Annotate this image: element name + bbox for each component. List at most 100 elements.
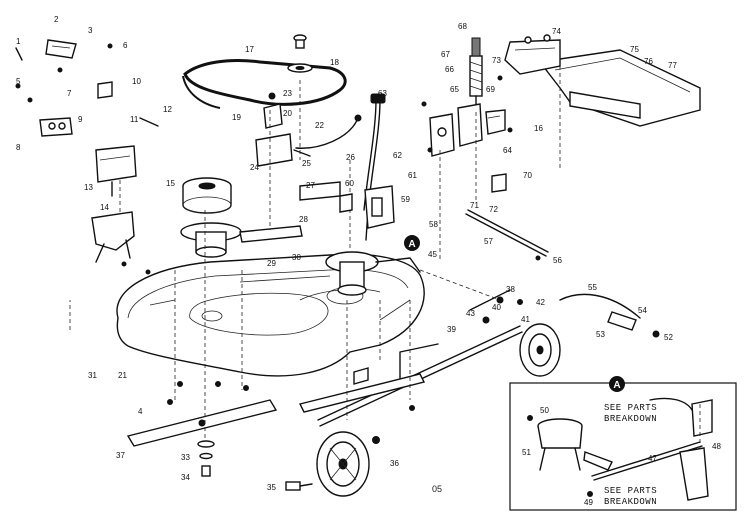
front-wheel-right	[519, 323, 561, 377]
deck-hanger-14	[91, 211, 135, 267]
see-parts-top-line1: SEE PARTS	[604, 403, 657, 413]
axle-bolt-35	[285, 481, 313, 491]
callout-11: 11	[130, 115, 139, 124]
callout-51: 51	[522, 448, 531, 457]
see-parts-bottom-line1: SEE PARTS	[604, 486, 657, 496]
callout-74: 74	[552, 27, 561, 36]
blade-hardware-stack	[197, 440, 215, 477]
callout-12: 12	[163, 105, 172, 114]
drive-belt	[182, 59, 347, 109]
callout-49: 49	[584, 498, 593, 507]
callout-69: 69	[486, 85, 495, 94]
detail-a-marker-label: A	[408, 239, 415, 250]
callout-36: 36	[390, 459, 399, 468]
callout-3: 3	[88, 26, 93, 35]
callout-15: 15	[166, 179, 175, 188]
lift-bracket	[364, 185, 395, 229]
callout-57: 57	[484, 237, 493, 246]
callout-31: 31	[88, 371, 97, 380]
callout-58: 58	[429, 220, 438, 229]
small-hardware	[107, 43, 660, 444]
callout-28: 28	[299, 215, 308, 224]
callout-67: 67	[441, 50, 450, 59]
callout-75: 75	[630, 45, 639, 54]
mower-deck-housing	[116, 253, 425, 377]
see-parts-top-line2: BREAKDOWN	[604, 414, 657, 424]
assembly-guide-lines	[69, 66, 561, 440]
callout-50: 50	[540, 406, 549, 415]
callout-38: 38	[506, 285, 515, 294]
callout-9: 9	[78, 115, 83, 124]
pivot-brackets	[429, 103, 506, 157]
callout-43: 43	[466, 309, 475, 318]
callout-26: 26	[346, 153, 355, 162]
callout-8: 8	[16, 143, 21, 152]
callout-53: 53	[596, 330, 605, 339]
callout-25: 25	[302, 159, 311, 168]
spindle-pulley	[180, 177, 242, 258]
callout-70: 70	[523, 171, 532, 180]
inset-a-marker-label: A	[613, 380, 620, 391]
callout-52: 52	[664, 333, 673, 342]
callout-72: 72	[489, 205, 498, 214]
callout-45: 45	[428, 250, 437, 259]
callout-10: 10	[132, 77, 141, 86]
bracket-parts-upper-left	[15, 39, 159, 137]
callout-7: 7	[67, 89, 72, 98]
idler-arm-bracket	[255, 92, 311, 167]
front-wheel-left	[316, 431, 370, 497]
callout-21: 21	[118, 371, 127, 380]
callout-73: 73	[492, 56, 501, 65]
lift-spring	[469, 37, 483, 113]
detail-a-inset: A SEE PARTS BREAKDOWN SEE PARTS BREAKDOW…	[509, 376, 737, 511]
callout-13: 13	[84, 183, 93, 192]
adjust-rod-57	[465, 209, 549, 257]
callout-16: 16	[534, 124, 543, 133]
callout-29: 29	[267, 259, 276, 268]
callout-23: 23	[283, 89, 292, 98]
control-cable-55	[559, 293, 641, 331]
inset-bracket-48	[679, 399, 713, 501]
callout-63: 63	[378, 89, 387, 98]
callout-27: 27	[306, 181, 315, 190]
callout-1: 1	[16, 37, 21, 46]
pulley-nut	[293, 34, 307, 49]
callout-30: 30	[292, 253, 301, 262]
callout-labels: 1 2 3 4 5 6 7 8 9 10 11 12 13 14 15 16 1…	[16, 15, 721, 507]
callout-6: 6	[123, 41, 128, 50]
mower-blade-right	[298, 373, 426, 413]
callout-71: 71	[470, 201, 479, 210]
idler-pulley	[287, 63, 313, 73]
callout-39: 39	[447, 325, 456, 334]
detail-a-marker: A	[404, 235, 420, 251]
callout-66: 66	[445, 65, 454, 74]
callout-37: 37	[116, 451, 125, 460]
control-rod	[295, 114, 362, 149]
callout-56: 56	[553, 256, 562, 265]
callout-59: 59	[401, 195, 410, 204]
callout-19: 19	[232, 113, 241, 122]
callout-4: 4	[138, 407, 143, 416]
callout-33: 33	[181, 453, 190, 462]
mower-blade-left	[126, 399, 278, 447]
callout-40: 40	[492, 303, 501, 312]
callout-62: 62	[393, 151, 402, 160]
see-parts-bottom-line2: BREAKDOWN	[604, 497, 657, 507]
callout-76: 76	[644, 57, 653, 66]
callout-68: 68	[458, 22, 467, 31]
inset-spindle-assembly	[537, 418, 613, 471]
callout-55: 55	[588, 283, 597, 292]
callout-34: 34	[181, 473, 190, 482]
callout-2: 2	[54, 15, 59, 24]
callout-24: 24	[250, 163, 259, 172]
drawing-code: 05	[432, 484, 442, 494]
right-spindle-assembly	[325, 251, 421, 296]
callout-5: 5	[16, 77, 21, 86]
callout-77: 77	[668, 61, 677, 70]
callout-18: 18	[330, 58, 339, 67]
mount-bracket-13	[95, 145, 137, 197]
callout-17: 17	[245, 45, 254, 54]
callout-54: 54	[638, 306, 647, 315]
callout-41: 41	[521, 315, 530, 324]
callout-61: 61	[408, 171, 417, 180]
